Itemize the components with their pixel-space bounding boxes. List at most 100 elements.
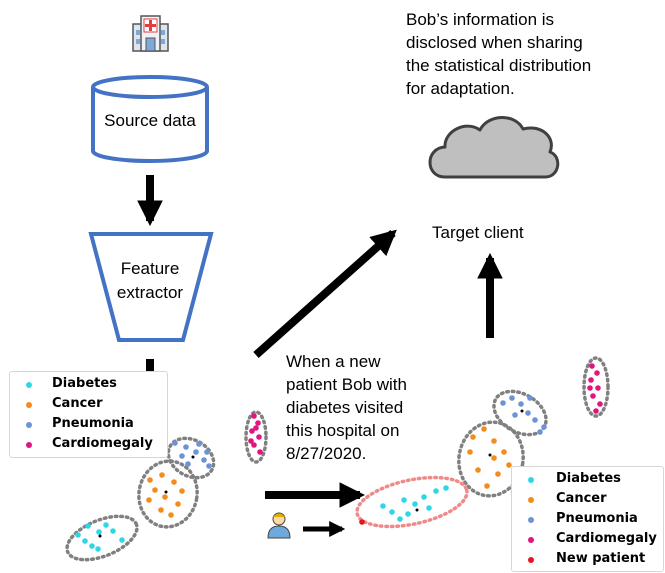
legend-marker xyxy=(528,537,534,543)
right-cluster-cardiomegaly xyxy=(582,356,610,418)
scatter-point xyxy=(595,385,601,391)
cloud-note-line: the statistical distribution xyxy=(406,56,592,75)
scatter-point xyxy=(491,438,497,444)
scatter-point xyxy=(103,522,109,528)
legend-label: New patient xyxy=(556,551,646,566)
scatter-point xyxy=(593,408,599,414)
legend-marker xyxy=(26,382,32,388)
legend-marker xyxy=(26,402,32,408)
legend-label: Diabetes xyxy=(556,471,621,486)
scatter-point xyxy=(500,400,506,406)
scatter-points xyxy=(75,363,603,552)
scatter-point xyxy=(426,505,432,511)
cloud-note: Bob’s information is disclosed when shar… xyxy=(406,8,656,100)
scatter-point xyxy=(204,449,210,455)
legend-marker xyxy=(528,517,534,523)
scatter-point xyxy=(75,532,81,538)
scatter-point xyxy=(401,497,407,503)
scatter-point xyxy=(495,471,501,477)
scatter-point xyxy=(183,444,189,450)
scatter-point xyxy=(119,537,125,543)
scatter-point xyxy=(110,528,116,534)
legend-marker xyxy=(26,422,32,428)
scatter-point xyxy=(405,511,411,517)
target-client-label: Target client xyxy=(432,223,524,242)
hospital-icon xyxy=(132,15,169,52)
scatter-point xyxy=(389,509,395,515)
scatter-point xyxy=(380,503,386,509)
scatter-point xyxy=(89,543,95,549)
legend-marker xyxy=(528,477,534,483)
scatter-point xyxy=(397,516,403,522)
scatter-point xyxy=(85,523,91,529)
legend-right: Diabetes Cancer Pneumonia Cardiomegaly N… xyxy=(511,466,664,572)
scatter-point xyxy=(251,413,257,419)
scatter-point xyxy=(541,424,547,430)
bob-note: When a new patient Bob with diabetes vis… xyxy=(286,350,486,465)
scatter-point xyxy=(168,512,174,518)
scatter-point xyxy=(594,370,600,376)
scatter-point xyxy=(256,434,262,440)
scatter-point xyxy=(248,438,254,444)
scatter-point xyxy=(518,401,524,407)
left-cluster-pneumonia xyxy=(166,436,216,480)
bob-note-line: this hospital on xyxy=(286,421,400,440)
scatter-point xyxy=(433,488,439,494)
scatter-point xyxy=(520,409,524,413)
scatter-point xyxy=(532,417,538,423)
scatter-point xyxy=(484,483,490,489)
scatter-point xyxy=(158,507,164,513)
scatter-point xyxy=(597,401,603,407)
scatter-point xyxy=(253,425,259,431)
scatter-point xyxy=(179,488,185,494)
scatter-point xyxy=(415,508,419,512)
scatter-point xyxy=(146,497,152,503)
scatter-point xyxy=(525,410,531,416)
bob-note-line: patient Bob with xyxy=(286,375,407,394)
feature-extractor-shape xyxy=(88,232,214,342)
right-cluster-diabetes-new xyxy=(355,475,469,529)
legend-label: Cardiomegaly xyxy=(556,531,657,546)
bob-note-line: When a new xyxy=(286,352,381,371)
legend-marker xyxy=(26,442,32,448)
scatter-point xyxy=(257,449,263,455)
left-cluster-cancer xyxy=(137,459,199,529)
scatter-point xyxy=(412,501,418,507)
scatter-point xyxy=(537,429,543,435)
left-cluster-diabetes xyxy=(65,514,139,562)
cloud-icon xyxy=(428,116,560,179)
bob-note-line: diabetes visited xyxy=(286,398,404,417)
arrow-to-target-client xyxy=(253,229,397,358)
legend-left: Diabetes Cancer Pneumonia Cardiomegaly xyxy=(9,371,168,458)
new-patient-point xyxy=(359,519,365,525)
scatter-point xyxy=(175,501,181,507)
scatter-point xyxy=(475,467,481,473)
legend-marker xyxy=(528,557,534,563)
scatter-point xyxy=(159,472,165,478)
scatter-point xyxy=(185,461,191,467)
scatter-point xyxy=(147,477,153,483)
legend-label: Cancer xyxy=(52,396,103,411)
scatter-point xyxy=(589,363,595,369)
scatter-point xyxy=(491,455,497,461)
legend-label: Cardiomegaly xyxy=(52,436,153,451)
scatter-point xyxy=(506,462,512,468)
source-data-cylinder xyxy=(91,75,209,163)
right-cluster-cancer xyxy=(457,420,525,498)
scatter-point xyxy=(179,453,185,459)
cloud-note-line: for adaptation. xyxy=(406,79,515,98)
scatter-point xyxy=(587,385,593,391)
scatter-point xyxy=(509,395,515,401)
cloud-note-line: disclosed when sharing xyxy=(406,33,583,52)
scatter-point xyxy=(527,395,533,401)
scatter-point xyxy=(588,377,594,383)
scatter-point xyxy=(206,463,212,469)
scatter-point xyxy=(196,441,202,447)
scatter-point xyxy=(172,440,178,446)
scatter-point xyxy=(152,487,158,493)
legend-label: Pneumonia xyxy=(556,511,638,526)
patient-icon xyxy=(267,512,291,539)
scatter-point xyxy=(443,485,449,491)
extractor-label-line1: Feature xyxy=(121,259,180,278)
